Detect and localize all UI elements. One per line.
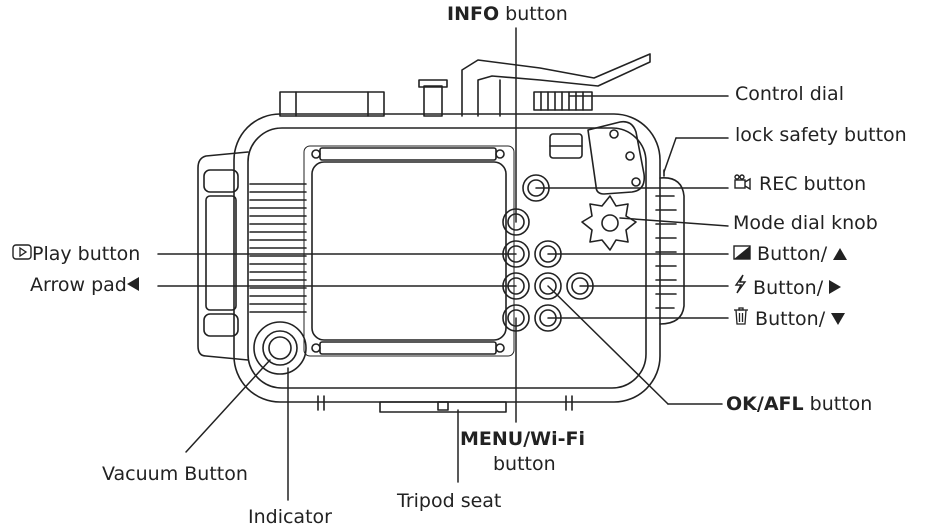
- menu-wifi-label-line2: button: [493, 453, 556, 475]
- mode-dial-knob: [581, 195, 637, 251]
- exposure-icon: [733, 243, 751, 265]
- top-post: [418, 79, 448, 117]
- right-grip: [655, 169, 685, 325]
- play-label: Play button: [12, 243, 140, 265]
- triangle-up-icon: [833, 243, 848, 265]
- vacuum-button-drawing: [253, 321, 307, 375]
- tripod-seat-drawing: [379, 401, 507, 413]
- lock-guard: [587, 120, 646, 195]
- indicator-label: Indicator: [248, 506, 332, 528]
- control-dial-label: Control dial: [735, 83, 844, 105]
- leader-lines: [157, 27, 729, 501]
- mode-dial-label: Mode dial knob: [733, 212, 878, 234]
- tripod-seat-label: Tripod seat: [397, 490, 502, 512]
- left-grip: [197, 151, 249, 361]
- info-label: INFO button: [447, 3, 568, 25]
- ok-afl-label: OK/AFL button: [726, 393, 873, 415]
- arrow-pad-label: Arrow pad: [30, 274, 139, 296]
- right-button-label: Button/: [733, 274, 842, 299]
- play-icon: [12, 243, 32, 265]
- viewfinder: [549, 133, 583, 159]
- ok-button-drawing: [534, 272, 562, 300]
- leader-mode-dial: [619, 217, 729, 227]
- housing-body: [233, 113, 661, 403]
- left-ribs: [249, 183, 307, 313]
- triangle-down-icon: [831, 308, 846, 330]
- lock-safety-label: lock safety button: [735, 124, 907, 146]
- vacuum-button-label: Vacuum Button: [102, 463, 248, 485]
- control-dial-drawing: [533, 91, 593, 111]
- bottom-feet: [317, 395, 573, 411]
- up-button-label: Button/: [733, 243, 848, 265]
- trash-icon: [733, 307, 749, 330]
- screen-frame: [303, 145, 515, 357]
- top-knob-left: [279, 91, 385, 117]
- leader-ok: [547, 285, 669, 405]
- lock-lever: [461, 53, 651, 117]
- down-button-label: Button/: [733, 307, 846, 330]
- triangle-right-icon: [829, 277, 842, 299]
- menu-wifi-label: MENU/Wi-Fi: [460, 428, 586, 450]
- flash-icon: [733, 274, 747, 299]
- leader-lock-safety: [663, 137, 677, 173]
- rec-label: REC button: [733, 173, 866, 195]
- leader-vacuum: [185, 359, 271, 453]
- triangle-left-icon: [126, 274, 139, 296]
- movie-camera-icon: [733, 173, 753, 195]
